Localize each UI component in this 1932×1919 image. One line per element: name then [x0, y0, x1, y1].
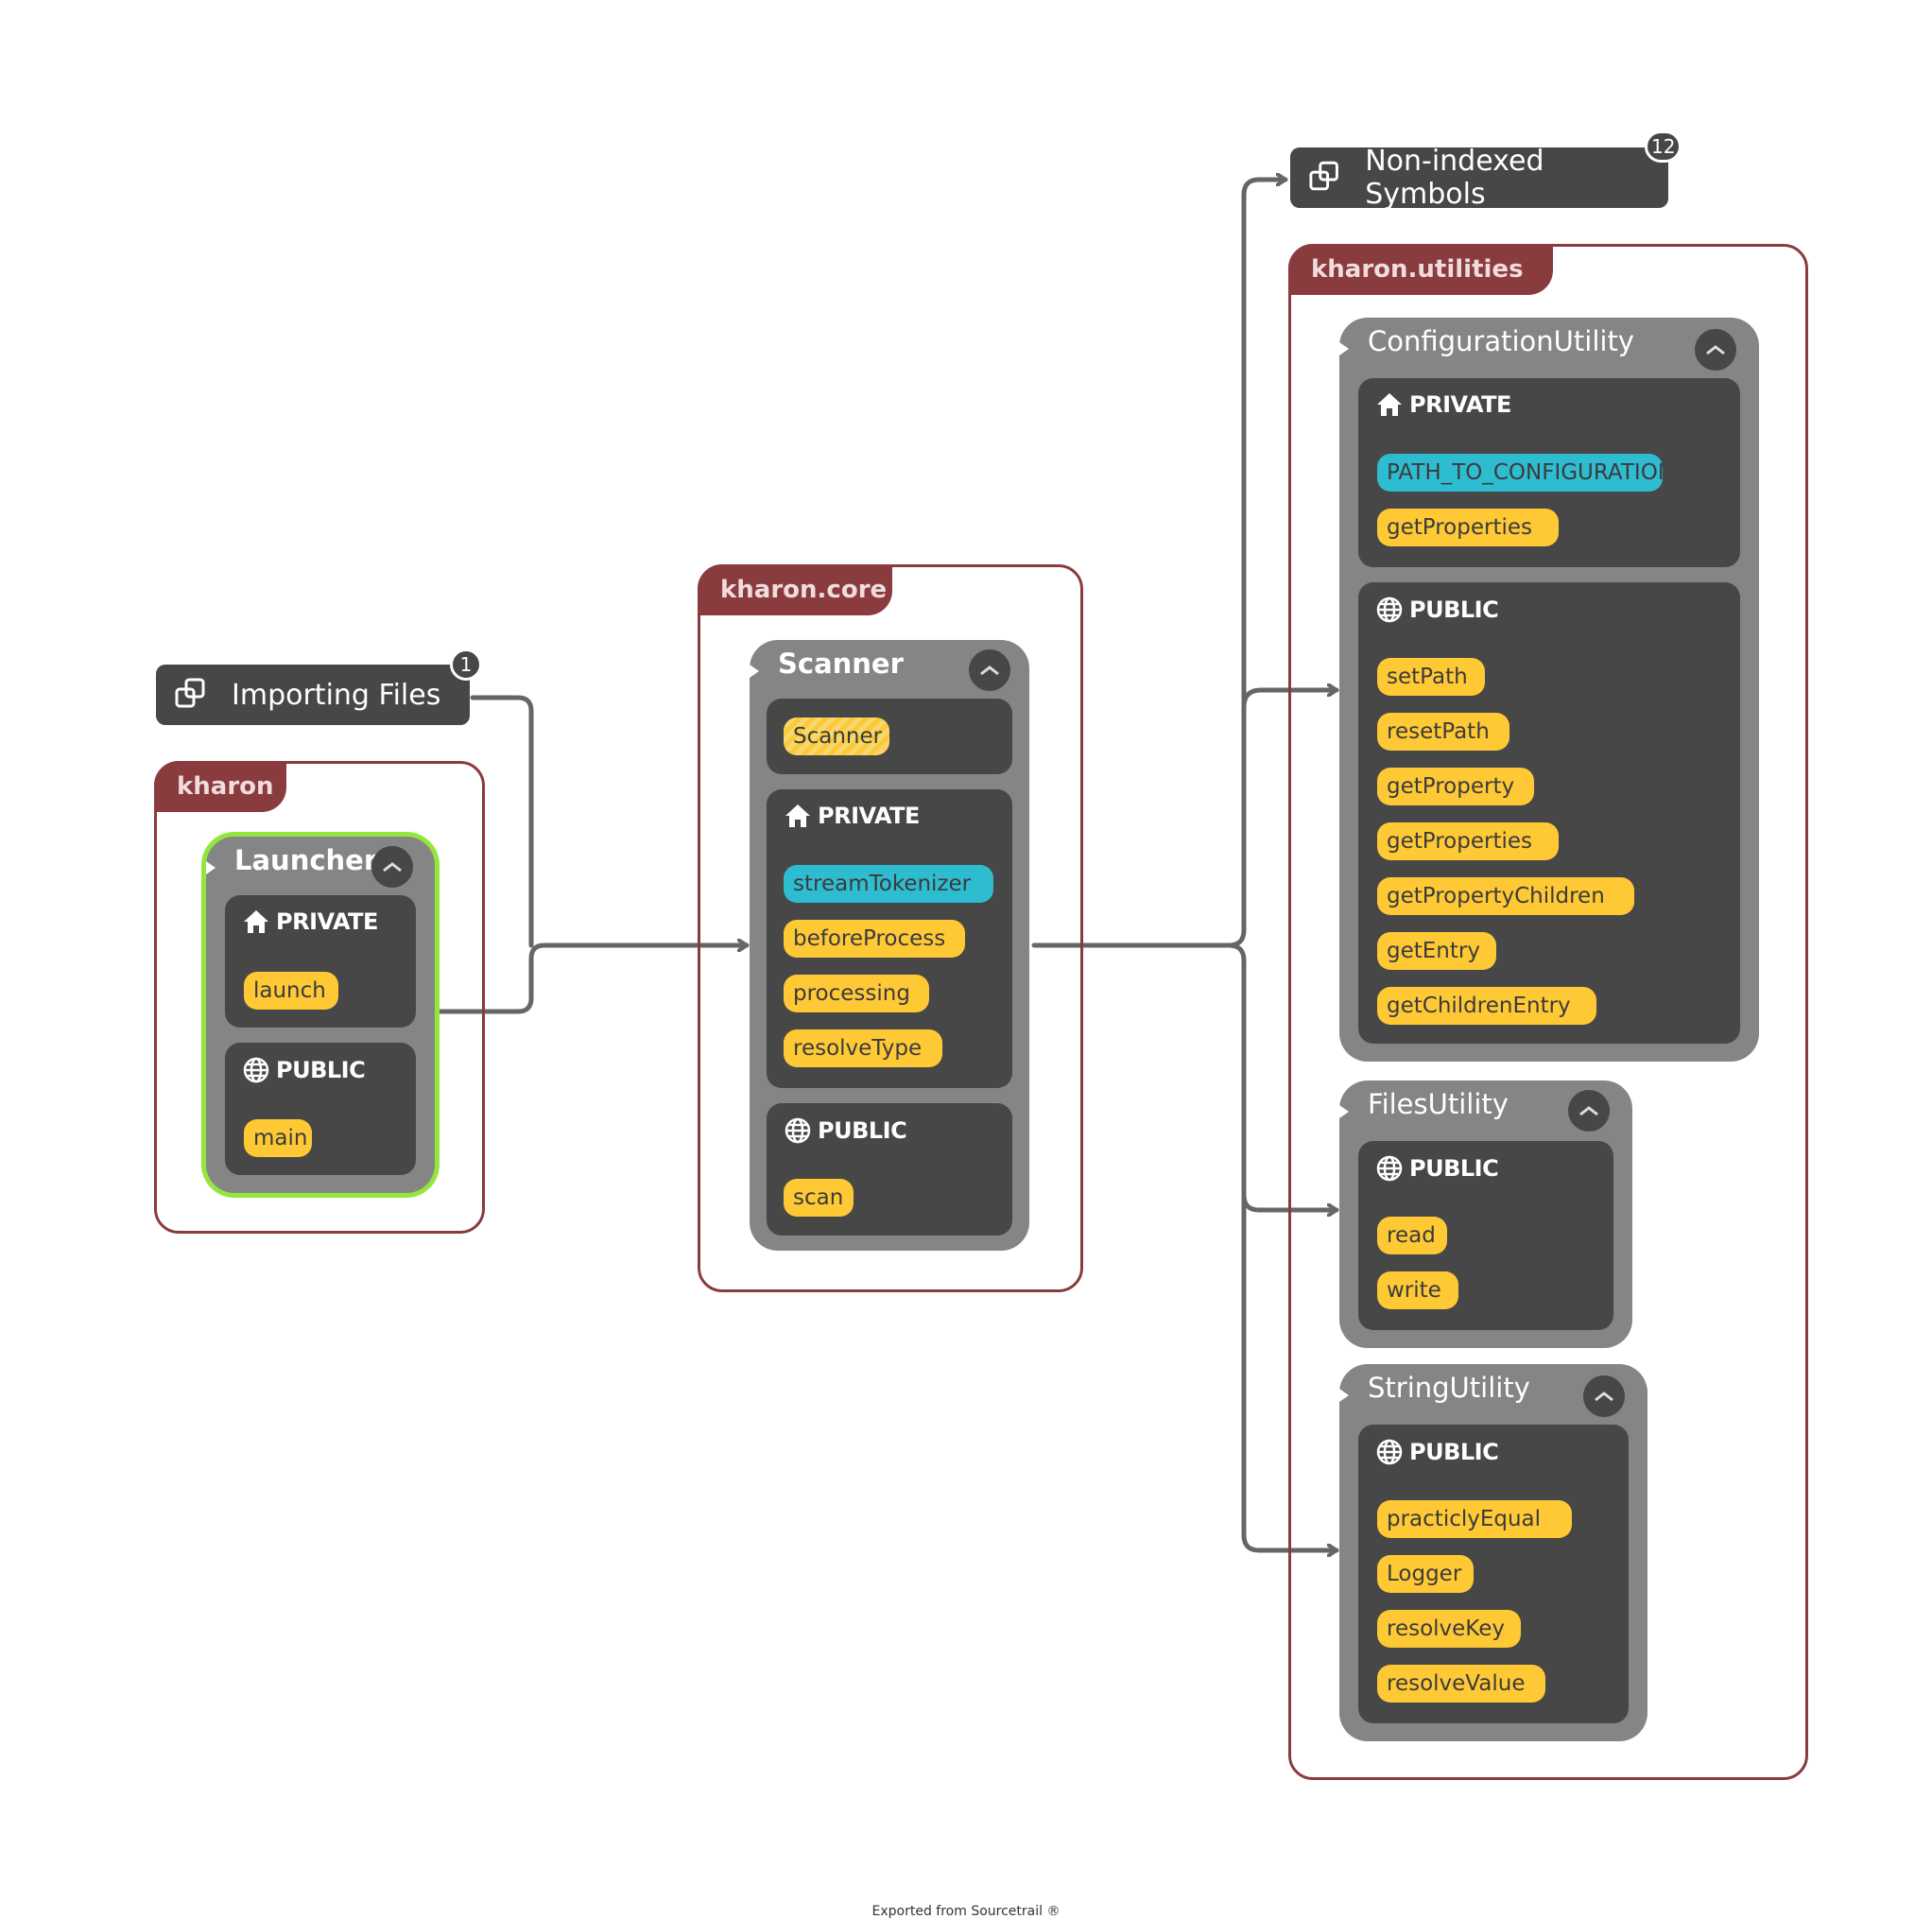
member-getpropertychildren[interactable]: getPropertyChildren — [1377, 877, 1634, 915]
globe-icon — [243, 1057, 269, 1083]
member-scanner-constructor[interactable]: Scanner — [784, 717, 889, 755]
member-getentry[interactable]: getEntry — [1377, 932, 1496, 970]
export-footer: Exported from Sourcetrail ® — [871, 1904, 1061, 1919]
chevron-up-icon[interactable] — [1568, 1090, 1610, 1132]
member-streamtokenizer[interactable]: streamTokenizer — [784, 865, 993, 903]
non-indexed-symbols-node[interactable]: Non-indexed Symbols — [1290, 145, 1668, 211]
member-getproperty[interactable]: getProperty — [1377, 768, 1534, 805]
private-label: PRIVATE — [1409, 391, 1511, 418]
scanner-private-section: PRIVATE streamTokenizer beforeProcess pr… — [767, 789, 1012, 1088]
edge-importing-files-to-scanner — [470, 695, 534, 948]
member-getproperties-private[interactable]: getProperties — [1377, 509, 1559, 546]
member-resolvetype[interactable]: resolveType — [784, 1029, 942, 1067]
member-getproperties[interactable]: getProperties — [1377, 822, 1559, 860]
member-practiclyequal[interactable]: practiclyEqual — [1377, 1500, 1572, 1538]
member-launch[interactable]: launch — [244, 972, 338, 1010]
non-indexed-count: 12 — [1651, 135, 1676, 158]
configuration-private-section: PRIVATE PATH_TO_CONFIGURATION getPropert… — [1358, 378, 1740, 567]
member-write[interactable]: write — [1377, 1271, 1458, 1309]
package-kharon-core-label: kharon.core — [698, 564, 892, 615]
string-public-section: PUBLIC practiclyEqual Logger resolveKey … — [1358, 1425, 1629, 1723]
non-indexed-count-badge: 12 — [1645, 130, 1682, 163]
configuration-public-section: PUBLIC setPath resetPath getProperty get… — [1358, 582, 1740, 1044]
class-configurationutility[interactable]: ConfigurationUtility PRIVATE PATH_TO_CON… — [1339, 318, 1759, 1062]
public-label: PUBLIC — [1409, 1155, 1499, 1182]
expand-triangle-icon — [1339, 1105, 1349, 1118]
globe-icon — [1376, 1439, 1403, 1465]
member-resolvevalue[interactable]: resolveValue — [1377, 1665, 1545, 1703]
class-scanner[interactable]: Scanner Scanner PRIVATE streamTokenizer … — [750, 640, 1029, 1251]
class-stringutility[interactable]: StringUtility PUBLIC practiclyEqual Logg… — [1339, 1364, 1647, 1741]
edge-launcher-to-scanner — [434, 945, 750, 1014]
globe-icon — [785, 1117, 811, 1144]
class-launcher[interactable]: Launcher PRIVATE launch PUBLIC main — [206, 837, 435, 1193]
edge-to-configuration — [1241, 690, 1339, 710]
member-beforeprocess[interactable]: beforeProcess — [784, 920, 965, 958]
grouping-icon — [1309, 161, 1338, 191]
files-public-section: PUBLIC read write — [1358, 1141, 1613, 1330]
private-label: PRIVATE — [818, 803, 920, 829]
class-stringutility-title: StringUtility — [1368, 1372, 1530, 1404]
house-icon — [244, 910, 268, 933]
class-launcher-title: Launcher — [234, 844, 378, 876]
globe-icon — [1376, 596, 1403, 623]
expand-triangle-icon — [750, 665, 759, 678]
edge-to-files-and-string — [1226, 942, 1339, 1550]
expand-triangle-icon — [206, 861, 216, 874]
scanner-constructor-section: Scanner — [767, 699, 1012, 774]
expand-triangle-icon — [1339, 342, 1349, 355]
expand-triangle-icon — [1339, 1389, 1349, 1402]
chevron-up-icon[interactable] — [1583, 1375, 1625, 1417]
package-kharon-utilities-label: kharon.utilities — [1288, 244, 1553, 295]
member-logger[interactable]: Logger — [1377, 1555, 1474, 1593]
member-scan[interactable]: scan — [784, 1179, 854, 1217]
chevron-up-icon[interactable] — [969, 649, 1010, 691]
launcher-public-section: PUBLIC main — [225, 1043, 416, 1175]
importing-files-count-badge: 1 — [450, 648, 482, 681]
member-getchildrenentry[interactable]: getChildrenEntry — [1377, 987, 1596, 1025]
member-read[interactable]: read — [1377, 1217, 1447, 1254]
class-configurationutility-title: ConfigurationUtility — [1368, 325, 1634, 357]
importing-files-node[interactable]: Importing Files — [156, 665, 470, 725]
public-label: PUBLIC — [1409, 596, 1499, 623]
public-label: PUBLIC — [276, 1057, 366, 1083]
package-kharon[interactable]: kharon — [154, 761, 485, 1234]
package-kharon-core[interactable]: kharon.core — [698, 564, 1083, 1292]
grouping-icon — [175, 678, 205, 708]
scanner-public-section: PUBLIC scan — [767, 1103, 1012, 1236]
member-setpath[interactable]: setPath — [1377, 658, 1485, 696]
class-scanner-title: Scanner — [778, 648, 904, 680]
chevron-up-icon[interactable] — [1695, 329, 1736, 371]
public-label: PUBLIC — [818, 1117, 907, 1144]
package-kharon-label: kharon — [154, 761, 286, 812]
member-processing[interactable]: processing — [784, 975, 929, 1012]
private-label: PRIVATE — [276, 908, 378, 935]
member-resetpath[interactable]: resetPath — [1377, 713, 1509, 751]
importing-files-count: 1 — [459, 653, 473, 676]
class-filesutility[interactable]: FilesUtility PUBLIC read write — [1339, 1081, 1632, 1348]
non-indexed-symbols-label: Non-indexed Symbols — [1365, 145, 1544, 211]
house-icon — [1377, 393, 1402, 416]
member-resolvekey[interactable]: resolveKey — [1377, 1610, 1521, 1648]
public-label: PUBLIC — [1409, 1439, 1499, 1465]
chevron-up-icon[interactable] — [371, 846, 413, 888]
member-path-to-configuration[interactable]: PATH_TO_CONFIGURATION — [1377, 454, 1663, 492]
importing-files-label: Importing Files — [232, 678, 441, 712]
package-kharon-utilities[interactable]: kharon.utilities — [1288, 244, 1808, 1780]
member-main[interactable]: main — [244, 1119, 312, 1157]
house-icon — [785, 804, 810, 827]
class-filesutility-title: FilesUtility — [1368, 1088, 1509, 1120]
edge-to-files — [1241, 1192, 1339, 1210]
globe-icon — [1376, 1155, 1403, 1182]
launcher-private-section: PRIVATE launch — [225, 895, 416, 1028]
